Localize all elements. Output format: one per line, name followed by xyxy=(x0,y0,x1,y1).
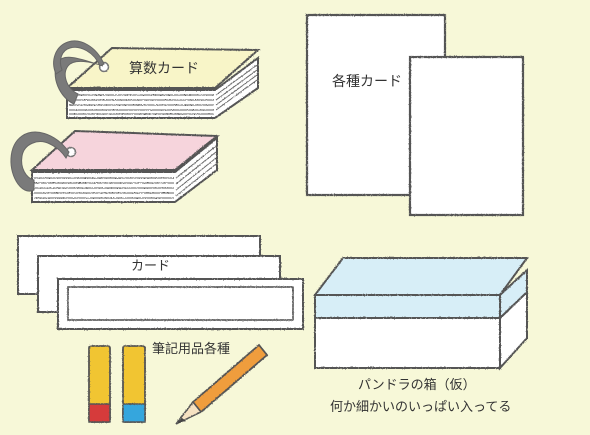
various-cards-label: 各種カード xyxy=(332,74,402,90)
pandora-box-label-line2: 何か細かいのいっぱい入ってる xyxy=(330,400,512,415)
pencil-icon xyxy=(175,343,269,425)
box-lid-top xyxy=(312,257,529,296)
math-cards-label: 算数カード xyxy=(129,61,199,77)
pandora-box xyxy=(312,257,529,371)
stationery-label: 筆記用品各種 xyxy=(152,342,231,357)
flat-cards xyxy=(17,235,304,330)
marker-icon xyxy=(88,345,111,423)
marker-icon xyxy=(122,345,146,423)
ring-binder-icon xyxy=(10,131,70,192)
cards-label: カード xyxy=(131,259,171,274)
ring-binder-icon xyxy=(54,56,104,105)
box-lid-front xyxy=(314,294,501,319)
various-cards xyxy=(305,13,525,217)
pandora-box-label-line1: パンドラの箱（仮） xyxy=(358,378,476,393)
